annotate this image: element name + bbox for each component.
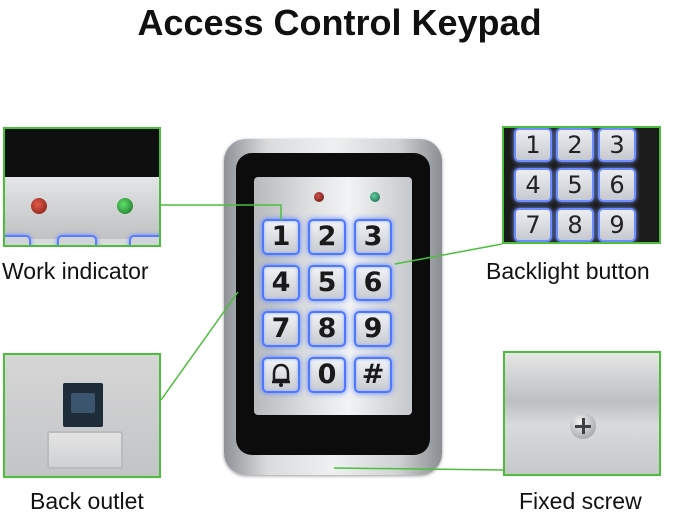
device-bezel: 1 2 3 4 5 6 7 8 9 0 #	[236, 153, 430, 455]
page-title: Access Control Keypad	[137, 2, 542, 43]
key-hash[interactable]: #	[354, 357, 392, 393]
key-5[interactable]: 5	[308, 265, 346, 301]
key-1[interactable]: 1	[262, 219, 300, 255]
outlet-connector-inner	[71, 393, 95, 413]
inset-key: 9	[598, 208, 636, 242]
inset-key: 6	[598, 168, 636, 202]
partial-key	[129, 235, 159, 245]
keypad-panel: 1 2 3 4 5 6 7 8 9 0 #	[254, 177, 412, 415]
backlight-button-caption: Backlight button	[486, 258, 650, 284]
green-led-icon	[370, 192, 380, 202]
inset-dark-edge	[5, 129, 159, 177]
partial-key	[57, 235, 97, 245]
inset-key: 2	[556, 128, 594, 162]
bell-key[interactable]	[262, 357, 300, 393]
inset-key: 7	[514, 208, 552, 242]
inset-key: 3	[598, 128, 636, 162]
key-7[interactable]: 7	[262, 311, 300, 347]
back-outlet-inset	[3, 353, 161, 478]
screw-icon	[570, 413, 596, 439]
backlight-button-inset: 1 2 3 4 5 6 7 8 9	[502, 126, 661, 244]
outlet-connector	[63, 383, 103, 427]
key-9[interactable]: 9	[354, 311, 392, 347]
fixed-screw-caption: Fixed screw	[519, 488, 642, 514]
inset-metal-plate	[5, 177, 159, 239]
outlet-slot	[47, 431, 123, 469]
keypad-device: 1 2 3 4 5 6 7 8 9 0 #	[224, 139, 442, 475]
bell-icon	[272, 363, 290, 387]
inset-key: 4	[514, 168, 552, 202]
key-6[interactable]: 6	[354, 265, 392, 301]
fixed-screw-inset	[503, 351, 661, 476]
partial-key	[5, 235, 31, 245]
red-led-icon	[314, 192, 324, 202]
green-led-icon	[117, 198, 133, 214]
key-8[interactable]: 8	[308, 311, 346, 347]
red-led-icon	[31, 198, 47, 214]
inset-key: 1	[514, 128, 552, 162]
inset-key: 8	[556, 208, 594, 242]
key-2[interactable]: 2	[308, 219, 346, 255]
key-0[interactable]: 0	[308, 357, 346, 393]
work-indicator-caption: Work indicator	[2, 258, 149, 284]
back-outlet-caption: Back outlet	[30, 488, 144, 514]
key-3[interactable]: 3	[354, 219, 392, 255]
key-4[interactable]: 4	[262, 265, 300, 301]
work-indicator-inset	[3, 127, 161, 247]
inset-key: 5	[556, 168, 594, 202]
